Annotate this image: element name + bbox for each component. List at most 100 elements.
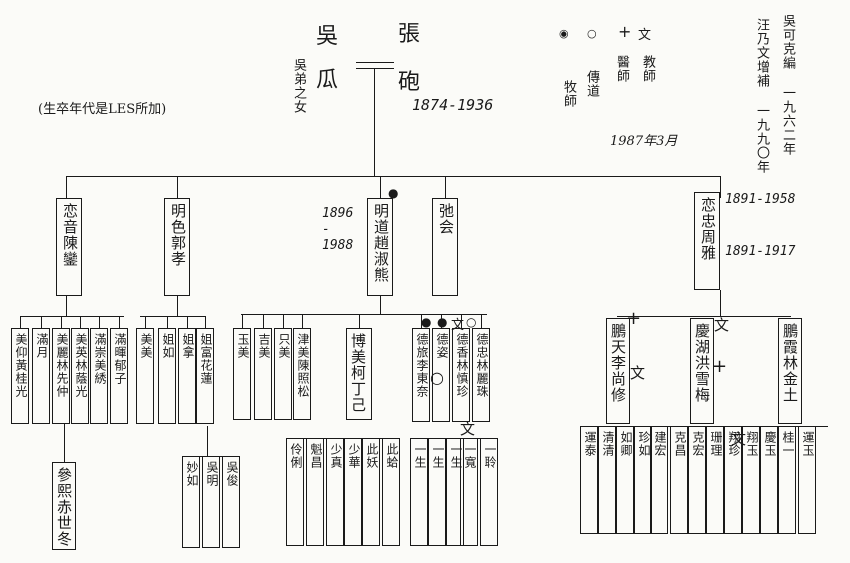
pastor-dot-icon: ● <box>388 186 399 200</box>
person-box: 姐拿 <box>178 328 196 424</box>
person-box: 姐富花蓮 <box>196 328 214 424</box>
person-name: 建宏 <box>653 431 667 457</box>
person-name: 鵬天李尚修 <box>609 323 627 403</box>
stem <box>66 296 68 316</box>
person-name: 運玉 <box>801 431 815 457</box>
teacher-wen-icon: 文 <box>630 364 646 382</box>
person-name: 慶玉 <box>763 431 777 457</box>
person-name: 此蛤 <box>385 443 399 469</box>
person-name: 德香林慎珍 <box>455 333 469 398</box>
person-box: 慶湖洪雪梅 <box>690 318 714 424</box>
gen1-person-1: 恋音陳鑾 <box>56 198 82 296</box>
person-box: 運泰 <box>580 426 598 534</box>
person-name: 一生 <box>431 443 445 469</box>
gen1-person-5-dates2: 1891-1917 <box>725 244 796 259</box>
gen1-drop <box>380 176 382 198</box>
person-box: 妙如 <box>182 456 200 548</box>
editor-line-1: 吳可克編 一九六二年 <box>780 14 795 156</box>
person-box: 一生 <box>446 438 464 546</box>
person-name: 明色郭孝 <box>169 203 187 267</box>
person-box: 伶俐 <box>286 438 304 546</box>
person-box: 津美陳照松 <box>293 328 311 420</box>
person-name: 德忠林麗珠 <box>475 333 489 398</box>
stem <box>167 316 169 328</box>
marriage-line <box>356 62 394 64</box>
person-name: 美美 <box>139 333 153 359</box>
person-name: 運泰 <box>583 431 597 457</box>
stem <box>461 314 463 328</box>
person-box: 少真 <box>326 438 344 546</box>
person-name: 魁昌 <box>309 443 323 469</box>
person-box: 一寬 <box>460 438 478 546</box>
person-box: 運玉 <box>798 426 816 534</box>
person-name: 清清 <box>601 431 615 457</box>
stem <box>205 316 207 328</box>
gen1-drop <box>445 176 447 198</box>
person-box: 翔玉 <box>742 426 760 534</box>
husband-given-name: 瓜 <box>316 68 339 93</box>
stem <box>99 316 101 328</box>
doctor-cross-icon: + <box>712 356 728 377</box>
stem <box>263 314 265 328</box>
person-box: 德香林慎珍 <box>452 328 470 422</box>
legend-wen-label: 教師 <box>640 55 655 83</box>
stem <box>80 316 82 328</box>
person-name: 姐拿 <box>181 333 195 359</box>
teacher-wen-icon: 文 <box>451 318 465 333</box>
person-name: 吳明 <box>205 461 219 487</box>
person-name: 鵬霞林金土 <box>781 323 799 403</box>
stem <box>145 316 147 328</box>
person-box: 少華 <box>344 438 362 546</box>
legend-circle-label: 傳道 <box>584 70 599 98</box>
wife-surname: 張 <box>398 22 421 47</box>
stem <box>359 314 361 328</box>
person-name: 一生 <box>413 443 427 469</box>
person-box: 魁昌 <box>306 438 324 546</box>
stem <box>481 314 483 328</box>
person-name: 只美 <box>277 333 291 359</box>
gen1-bus <box>66 176 720 178</box>
stem <box>64 424 66 462</box>
teacher-wen-icon: 文 <box>460 420 476 438</box>
person-name: 一生 <box>449 443 463 469</box>
stem <box>61 316 63 328</box>
person-name: 克昌 <box>673 431 687 457</box>
person-box: 一聆 <box>480 438 498 546</box>
person-box: 此蛤 <box>382 438 400 546</box>
person-name: 參熙赤世冬 <box>55 467 73 547</box>
husband-surname: 吳 <box>316 24 339 49</box>
person-box: 美仰黃桂光 <box>11 328 29 424</box>
stem <box>242 314 244 328</box>
person-box: 德姿 <box>432 328 450 422</box>
person-name: 翔玉 <box>745 431 759 457</box>
gen1-drop <box>66 176 68 198</box>
legend-dot-label: 牧師 <box>561 80 576 108</box>
annotation-note: (生卒年代是LES所加) <box>38 102 167 117</box>
person-box: 建宏 <box>650 426 668 534</box>
gen2-bus-2 <box>140 316 206 318</box>
person-name: 滿崇美綉 <box>93 333 107 385</box>
person-name: 伶俐 <box>289 443 303 469</box>
person-box: 只美 <box>274 328 292 420</box>
person-name: 珍如 <box>637 431 651 457</box>
stem <box>380 296 382 314</box>
cross-symbol-icon: + <box>618 22 632 41</box>
person-box: 此妖 <box>362 438 380 546</box>
stem <box>302 314 304 328</box>
doctor-cross-icon: + <box>626 308 642 329</box>
person-box: 吉美 <box>254 328 272 420</box>
gen2-bus-5 <box>617 316 791 318</box>
person-name: 滿暉郁子 <box>113 333 127 385</box>
stem <box>119 316 121 328</box>
person-box: 鵬天李尚修 <box>606 318 630 424</box>
gen1-drop <box>720 176 722 198</box>
preacher-circle-icon: ● <box>437 315 448 329</box>
person-box: 桂一 <box>778 426 796 534</box>
person-box: 克宏 <box>688 426 706 534</box>
person-name: 此妖 <box>365 443 379 469</box>
person-box: 美麗林先仲 <box>52 328 70 424</box>
legend-cross-label: 醫師 <box>614 55 629 83</box>
person-name: 美英林蔭光 <box>74 333 88 398</box>
person-box: 姐如 <box>158 328 176 424</box>
person-name: 德姿 <box>435 333 449 359</box>
